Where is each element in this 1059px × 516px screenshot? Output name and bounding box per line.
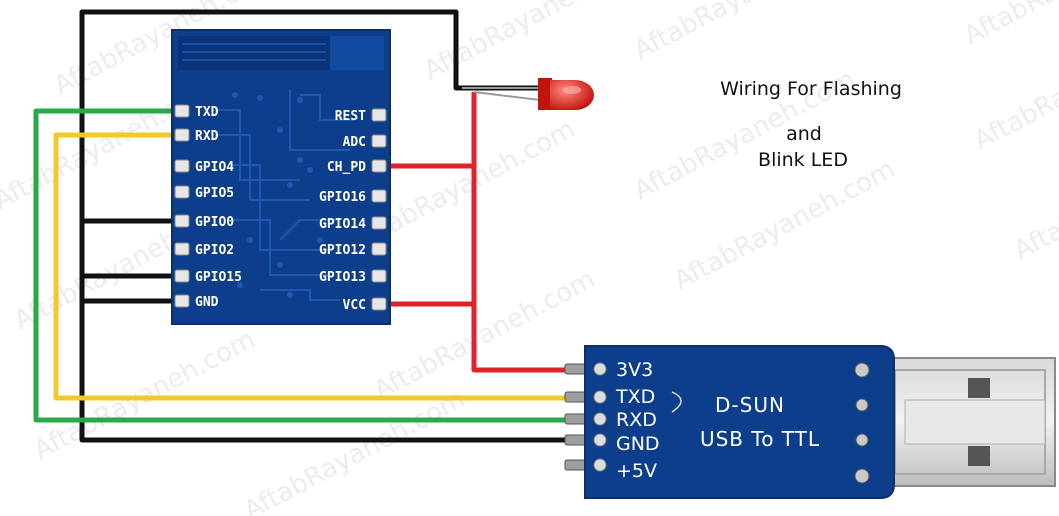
esp12-module: TXD RXD GPIO4 GPIO5 GPIO0 GPIO2 GPIO15 G… <box>171 29 391 325</box>
esp-pin-label-gpio13: GPIO13 <box>319 270 366 285</box>
watermark-text: AftabRayaneh.com <box>1009 124 1059 266</box>
watermark-text: AftabRayaneh.com <box>629 0 860 66</box>
esp-pin-label-vcc: VCC <box>343 298 366 313</box>
esp-pin-label-gpio14: GPIO14 <box>319 217 366 232</box>
esp-right-pads <box>371 108 387 311</box>
watermark-text: AftabRayaneh.com <box>239 384 470 516</box>
esp-pin-label-adc: ADC <box>343 135 366 150</box>
usb-title-model: USB To TTL <box>700 427 820 451</box>
usb-ttl-adapter: 3V3 TXD RXD GND +5V D-SUN USB To TTL <box>564 345 1056 499</box>
usb-pin-label-txd: TXD <box>615 386 655 408</box>
wire-red-main <box>471 92 575 373</box>
wire-black-gnd <box>79 221 575 443</box>
caption-line-2: and <box>786 123 822 145</box>
esp-left-pads <box>174 104 190 308</box>
usb-pin-label-3v3: 3V3 <box>616 359 653 381</box>
watermark-text: AftabRayaneh.com <box>29 324 260 466</box>
esp-pin-label-gpio15: GPIO15 <box>195 270 242 285</box>
wire-green-txd <box>33 108 575 423</box>
esp-pin-label-gpio2: GPIO2 <box>195 243 234 258</box>
usb-title-brand: D-SUN <box>715 393 785 417</box>
caption-line-3: Blink LED <box>758 149 848 171</box>
esp-pin-label-gpio4: GPIO4 <box>195 160 234 175</box>
esp-pin-label-rxd: RXD <box>195 129 219 144</box>
esp-pin-label-gpio12: GPIO12 <box>319 243 366 258</box>
watermark-text: AftabRayaneh.com <box>369 264 600 406</box>
usb-pin-label-gnd: GND <box>616 433 660 455</box>
watermark-text: AftabRayaneh.com <box>669 154 900 296</box>
esp-pin-label-txd: TXD <box>195 105 219 120</box>
usb-pcb <box>584 345 895 499</box>
caption-line-1: Wiring For Flashing <box>720 78 902 100</box>
esp-pin-label-gpio5: GPIO5 <box>195 186 234 201</box>
esp-pin-label-ch-pd: CH_PD <box>327 160 366 175</box>
watermark-text: AftabRayaneh.com <box>959 0 1059 51</box>
red-led <box>462 78 594 110</box>
esp-pin-label-gpio16: GPIO16 <box>319 190 366 205</box>
esp-pin-label-gnd: GND <box>195 295 219 310</box>
esp-pin-label-gpio0: GPIO0 <box>195 215 234 230</box>
usb-pin-label-rxd: RXD <box>616 409 657 431</box>
esp-pin-label-rest: REST <box>335 109 366 124</box>
caption: Wiring For Flashing and Blink LED <box>720 78 902 171</box>
usb-pin-label-5v: +5V <box>616 460 657 482</box>
wire-yellow-rxd <box>53 132 575 401</box>
